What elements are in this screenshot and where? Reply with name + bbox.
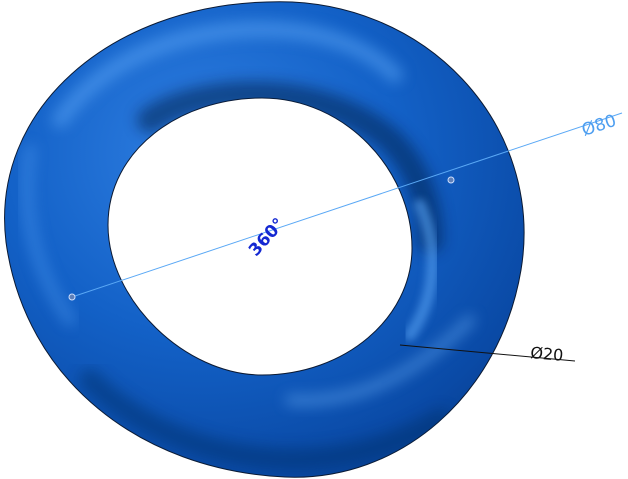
section-diameter-dimension[interactable]: Ø20: [399, 343, 576, 365]
inner-rim-shadow: [137, 81, 443, 253]
outer-diameter-label[interactable]: Ø80: [579, 111, 618, 141]
surface-highlight-left: [20, 144, 76, 326]
inner-rim-highlight: [404, 199, 439, 341]
section-leader-line: [399, 344, 576, 362]
section-diameter-label[interactable]: Ø20: [530, 343, 564, 365]
torus-surface[interactable]: [4, 1, 525, 478]
bottom-shadow: [79, 369, 451, 471]
torus-body[interactable]: [4, 1, 525, 478]
dimension-point-left[interactable]: [68, 293, 76, 301]
outer-diameter-dimension[interactable]: Ø80: [68, 111, 623, 301]
surface-highlight: [52, 21, 403, 128]
lower-highlight: [285, 315, 475, 406]
dimension-point-right[interactable]: [447, 176, 455, 184]
diameter-dimension-line: [71, 112, 623, 298]
